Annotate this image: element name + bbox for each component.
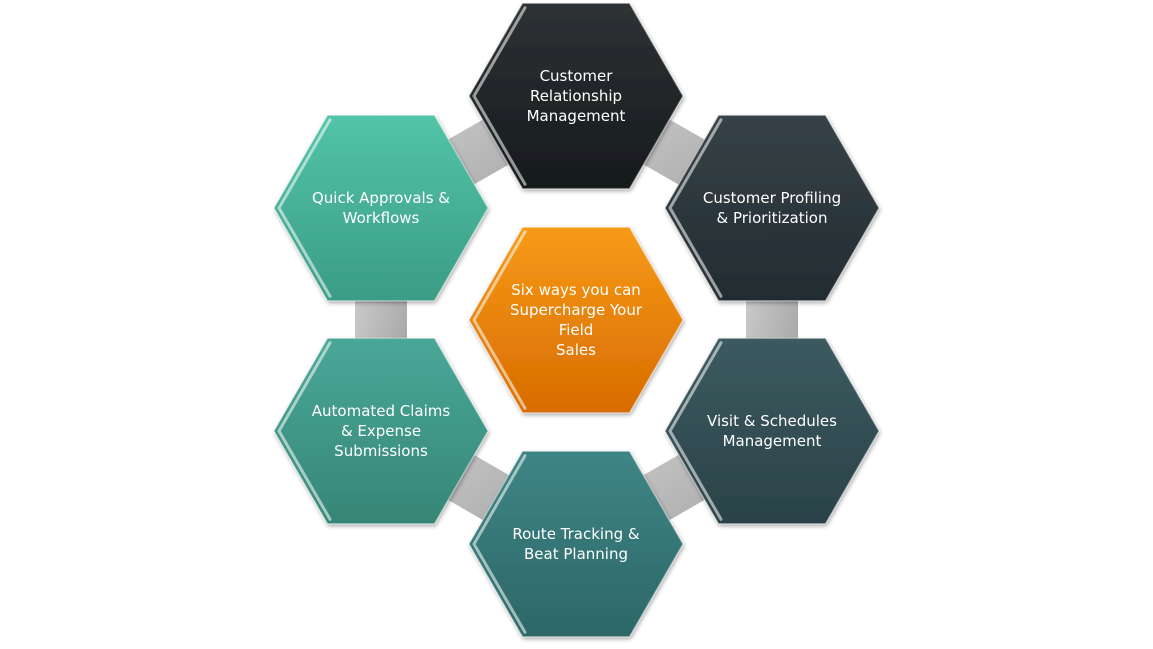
- hexagon-crm-shape: [468, 2, 684, 190]
- hexagon-crm-bevel-highlight: [472, 6, 527, 186]
- hexagon-visits-bevel-highlight: [668, 341, 723, 521]
- hexagon-approvals: [273, 114, 489, 302]
- hexagon-center: [468, 226, 684, 414]
- hexagon-profiling: [664, 114, 880, 302]
- hexagon-claims-bevel-highlight: [277, 341, 332, 521]
- hexagon-approvals-bevel-highlight: [277, 118, 332, 298]
- hexagon-route-bevel-highlight: [472, 454, 527, 634]
- hexagon-shapes: [273, 2, 880, 638]
- hexagon-profiling-shape: [664, 114, 880, 302]
- hexagon-profiling-bevel-highlight: [668, 118, 723, 298]
- hexagon-route: [468, 450, 684, 638]
- hexagon-center-shape: [468, 226, 684, 414]
- hexagon-route-shape: [468, 450, 684, 638]
- hexagon-center-bevel-highlight: [472, 230, 527, 410]
- hexagon-claims-shape: [273, 337, 489, 525]
- hexagon-crm: [468, 2, 684, 190]
- hexagon-visits: [664, 337, 880, 525]
- hexagon-approvals-shape: [273, 114, 489, 302]
- hexagon-claims: [273, 337, 489, 525]
- hexagon-visits-shape: [664, 337, 880, 525]
